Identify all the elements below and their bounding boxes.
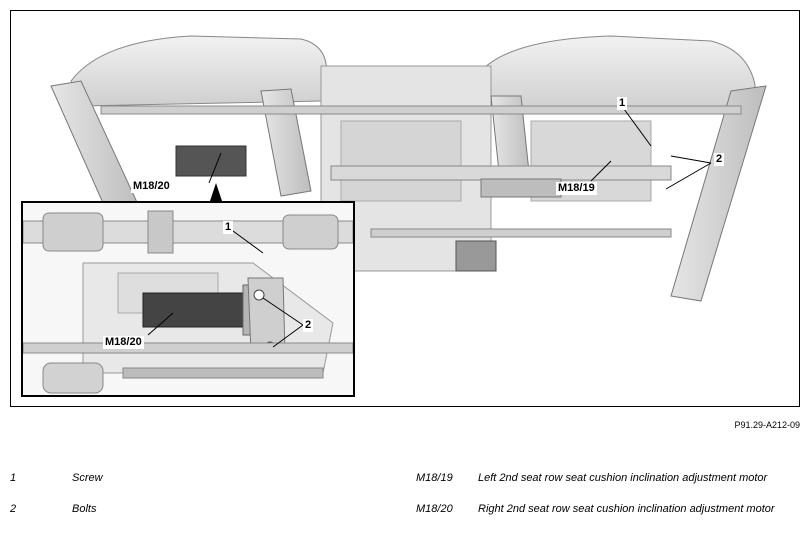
inset-callout-right-motor: M18/20 bbox=[103, 336, 144, 349]
legend-text-m1820: Right 2nd seat row seat cushion inclinat… bbox=[478, 503, 775, 515]
legend-key-1: 1 bbox=[10, 472, 17, 484]
inset-callout-bolts: 2 bbox=[303, 319, 314, 332]
legend-text-2: Bolts bbox=[72, 503, 97, 515]
callout-right-motor: M18/20 bbox=[131, 180, 172, 193]
technical-illustration: 1 2 M18/20 M18/19 bbox=[10, 10, 800, 407]
callout-bolts: 2 bbox=[714, 153, 725, 166]
inset-drawing bbox=[23, 203, 353, 395]
seat-frame-drawing bbox=[50, 35, 767, 302]
figure-reference: P91.29-A212-09 bbox=[734, 420, 800, 430]
detail-inset: 1 2 M18/20 bbox=[21, 201, 355, 397]
legend-key-m1820: M18/20 bbox=[416, 503, 453, 515]
legend-key-2: 2 bbox=[10, 503, 17, 515]
legend-text-m1819: Left 2nd seat row seat cushion inclinati… bbox=[478, 472, 768, 484]
legend-key-m1819: M18/19 bbox=[416, 472, 453, 484]
callout-screw: 1 bbox=[617, 97, 628, 110]
callout-left-motor: M18/19 bbox=[556, 182, 597, 195]
inset-callout-screw: 1 bbox=[223, 221, 234, 234]
legend-text-1: Screw bbox=[72, 472, 103, 484]
